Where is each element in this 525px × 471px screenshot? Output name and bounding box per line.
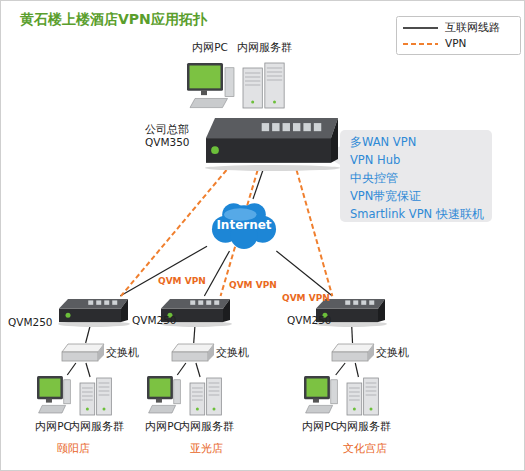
vpn-label: QVM VPN [282,293,330,303]
vpn-label: QVM VPN [229,280,277,290]
server-symbol [243,62,285,110]
legend-dash-sample [403,43,438,45]
pc-symbol [302,375,338,415]
device-label: QVM250 [287,314,335,327]
device-label: 内网服务群 [66,420,126,433]
switch-node: 交换机 [332,343,374,363]
device-label: 内网服务群 [176,420,236,433]
network-link [86,326,90,343]
feature-item: Smartlink VPN 快速联机 [350,205,482,223]
network-link [253,170,263,199]
router-node: QVM250 [160,296,232,326]
switch-symbol [172,343,214,363]
network-link [177,363,186,375]
switch-symbol [62,343,104,363]
pc-node: 内网PC [302,375,338,415]
device-label: 交换机 [376,346,426,359]
server-symbol [80,377,112,417]
router-symbol [58,296,130,326]
legend-text: VPN [445,37,466,49]
pc-node: 内网PC [185,62,235,110]
device-label: 交换机 [106,346,156,359]
router-node: 公司总部 QVM350 [205,115,340,170]
network-link [67,363,76,375]
server-node: 内网服务群 [347,377,379,417]
network-link [355,363,358,377]
device-label: 内网服务群 [333,420,393,433]
legend-text: 互联网线路 [445,21,500,35]
device-label: 内网PC [177,41,243,54]
network-link [336,363,345,375]
device-label: QVM250 [132,314,180,327]
site-name: 文化宫店 [343,441,387,456]
feature-item: 中央控管 [350,169,482,187]
site-name: 颐阳店 [57,441,90,456]
pc-node: 内网PC [35,375,71,415]
box-node: 多WAN VPNVPN Hub中央控管VPN带宽保证Smartlink VPN … [340,130,492,222]
device-label: 公司总部 QVM350 [145,123,203,149]
pc-symbol [185,62,235,110]
network-link [351,326,353,343]
feature-item: VPN Hub [350,151,482,169]
network-link [120,246,207,296]
network-link [204,251,229,296]
legend-box [397,17,521,55]
network-link [194,326,195,343]
switch-node: 交换机 [62,343,104,363]
server-node: 内网服务群 [243,62,285,110]
network-link [196,363,200,377]
device-label: 内网服务群 [229,41,299,54]
pc-node: 内网PC [145,375,181,415]
router-symbol [205,115,340,170]
feature-item: VPN带宽保证 [350,187,482,205]
device-label: QVM250 [8,316,56,329]
pc-symbol [145,375,181,415]
cloud-node: Internet [207,199,281,251]
network-link [86,363,90,377]
server-node: 内网服务群 [190,377,222,417]
device-label: 交换机 [216,346,266,359]
server-symbol [190,377,222,417]
vpn-label: QVM VPN [158,276,206,286]
feature-item: 多WAN VPN [350,133,482,151]
diagram-title: 黄石楼上楼酒店VPN应用拓扑 [20,11,207,29]
legend-line-sample [403,27,438,29]
switch-node: 交换机 [172,343,214,363]
site-name: 亚光店 [190,441,223,456]
server-symbol [347,377,379,417]
cloud-label: Internet [216,218,271,232]
network-link [276,251,332,296]
server-node: 内网服务群 [80,377,112,417]
vpn-tunnel [297,170,333,296]
vpn-tunnel [121,170,227,296]
pc-symbol [35,375,71,415]
router-node: QVM250 [58,296,130,326]
switch-symbol [332,343,374,363]
